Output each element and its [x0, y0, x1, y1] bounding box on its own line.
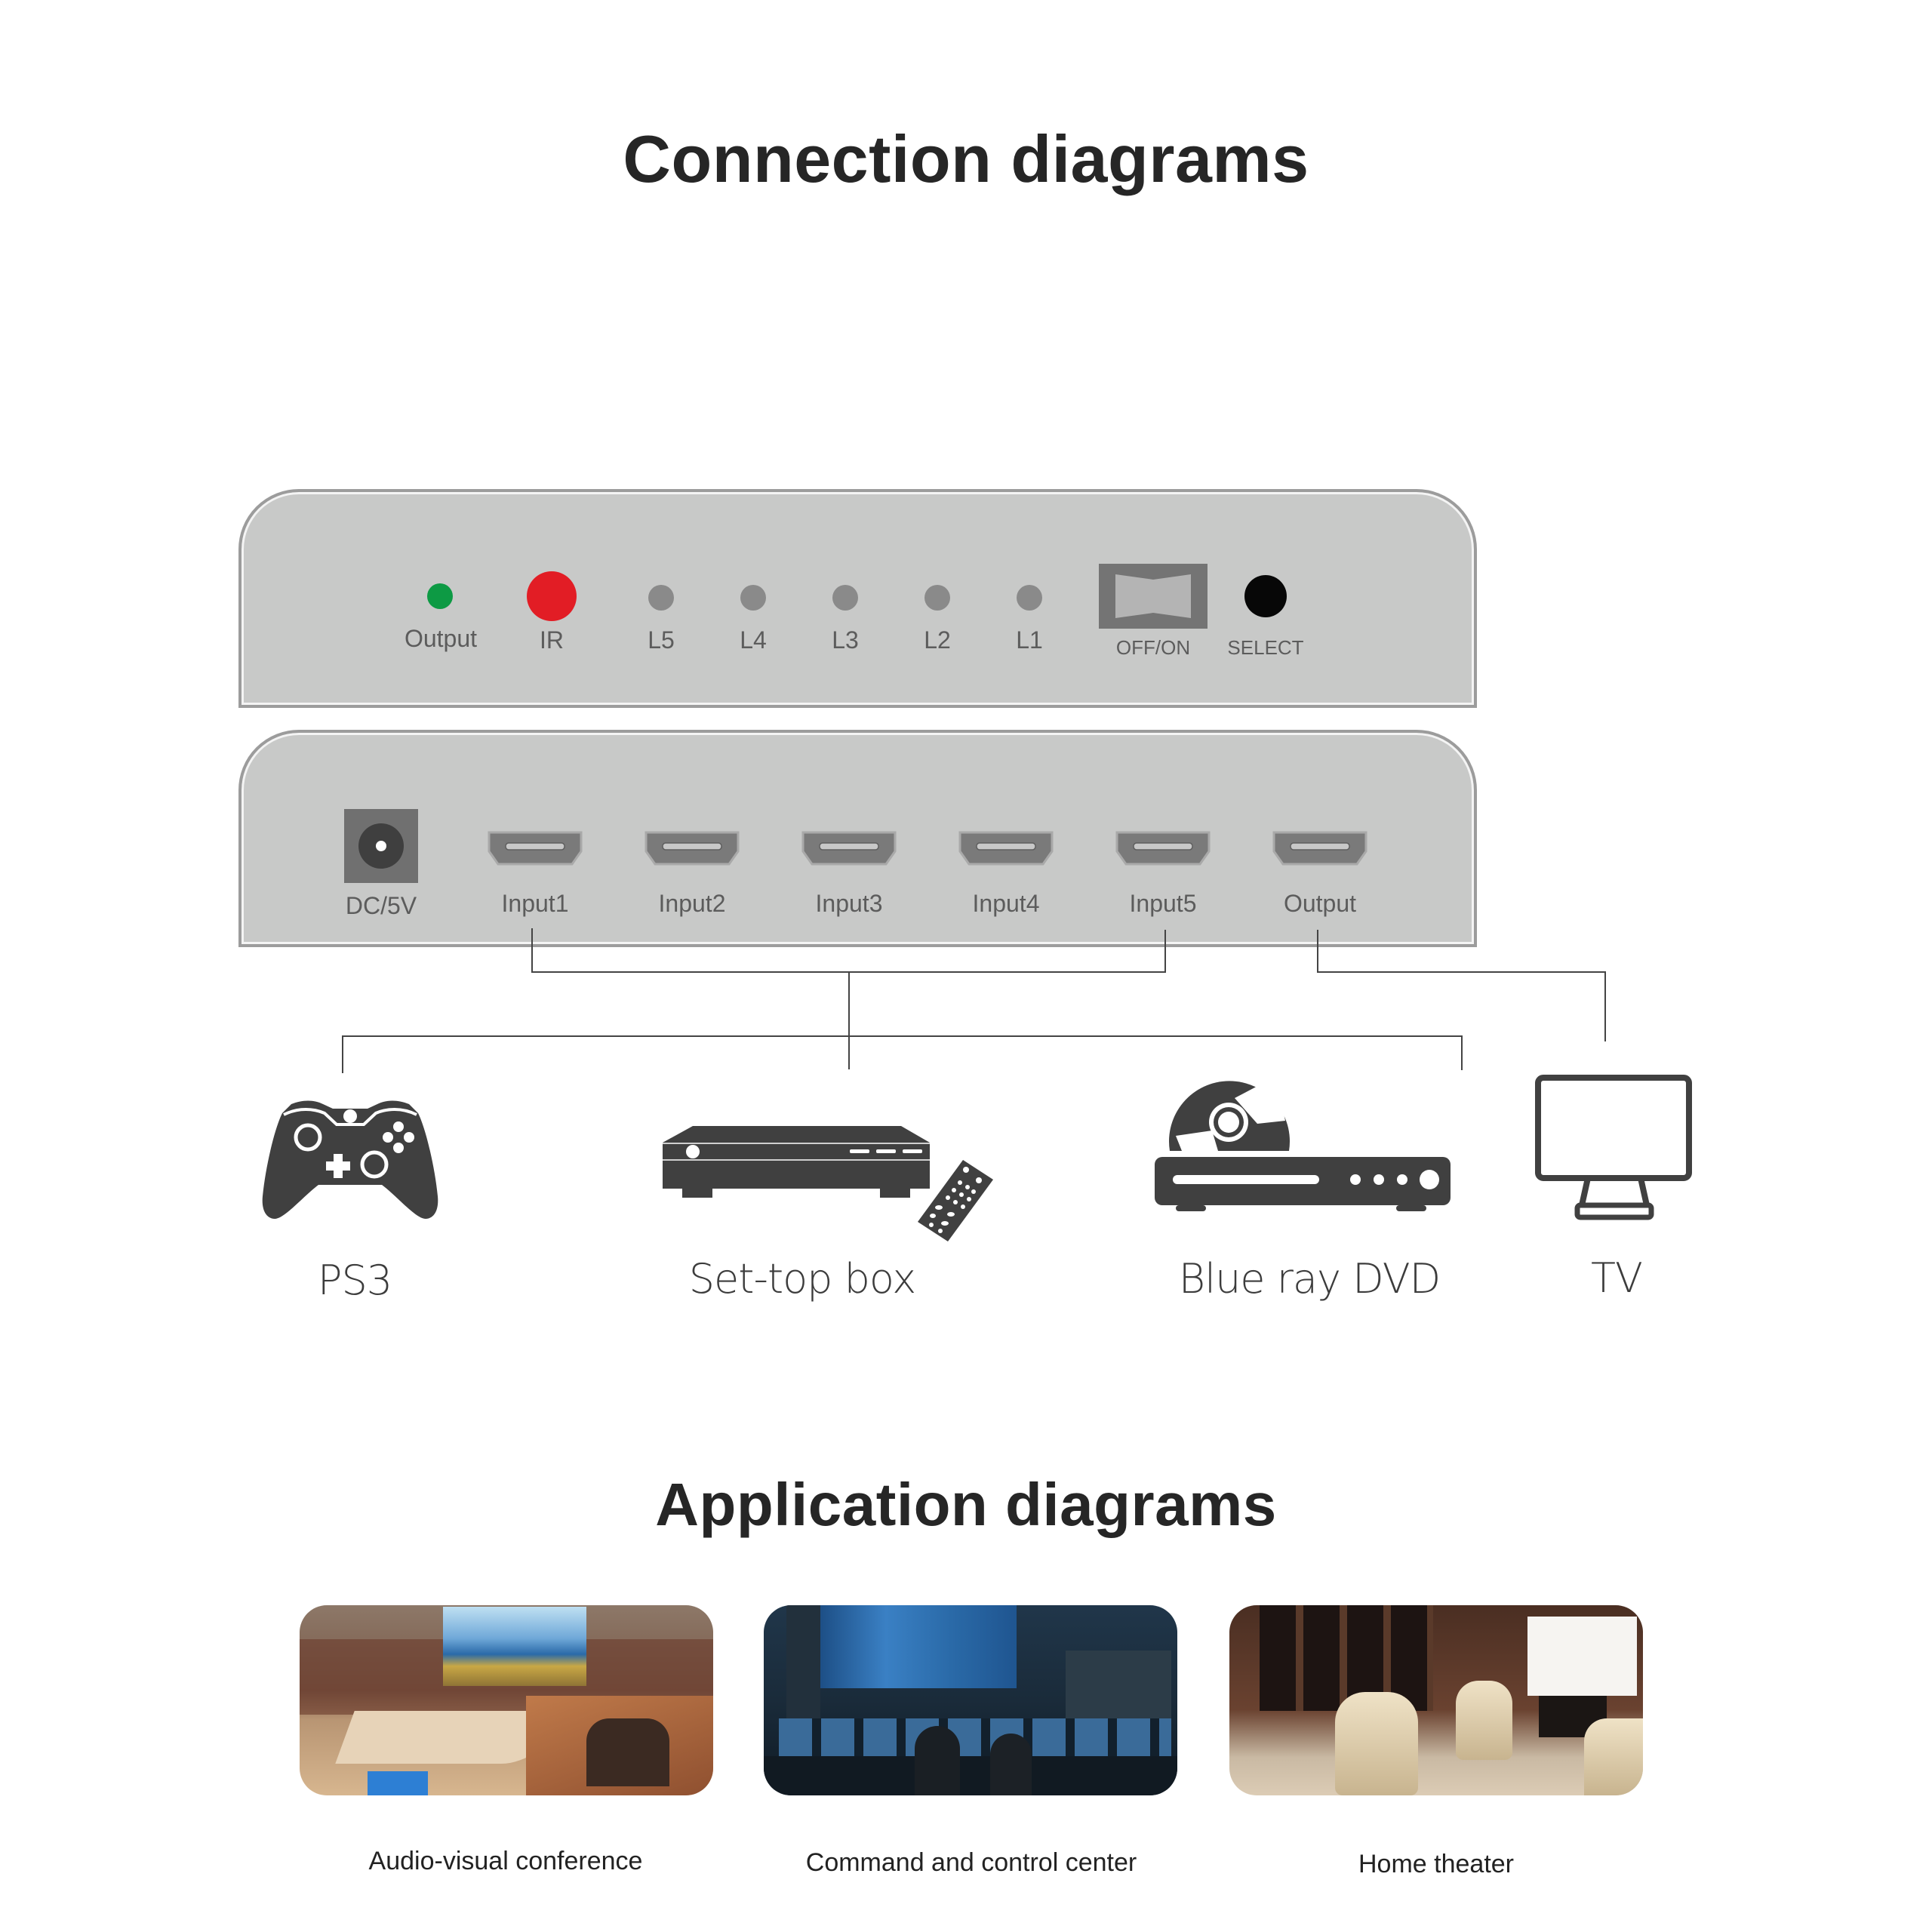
output-led-label: Output — [404, 625, 478, 652]
connection-diagrams-title: Connection diagrams — [623, 122, 1309, 196]
device-label-bluray: Blue ray DVD — [1178, 1255, 1441, 1303]
caption-home-theater: Home theater — [1358, 1850, 1514, 1878]
connector-line — [342, 1035, 1463, 1037]
power-switch[interactable] — [1099, 564, 1208, 629]
dc-power-jack — [344, 809, 418, 883]
l2-label: L2 — [924, 626, 951, 654]
caption-command-control-center: Command and control center — [805, 1848, 1137, 1877]
input5-label: Input5 — [1129, 890, 1197, 917]
dc-jack-pin-icon — [376, 841, 386, 851]
input4-label: Input4 — [972, 890, 1040, 917]
ir-label: IR — [540, 626, 564, 654]
l1-led — [1017, 585, 1042, 611]
home-theater-photo — [1229, 1605, 1643, 1795]
command-control-center-photo — [764, 1605, 1177, 1795]
l3-label: L3 — [832, 626, 859, 654]
connector-line — [1604, 971, 1606, 1041]
rocker-icon — [1115, 574, 1191, 618]
select-button[interactable] — [1244, 575, 1287, 617]
connector-line — [531, 928, 533, 973]
l5-led — [648, 585, 674, 611]
connector-line — [342, 1035, 343, 1073]
input3-label: Input3 — [815, 890, 883, 917]
application-diagrams-title: Application diagrams — [655, 1471, 1277, 1538]
device-label-ps3: PS3 — [317, 1257, 392, 1304]
device-label-set-top-box: Set-top box — [688, 1255, 916, 1303]
output-led — [427, 583, 453, 609]
caption-audio-visual-conference: Audio-visual conference — [368, 1847, 643, 1875]
connector-line — [1317, 971, 1606, 973]
l4-led — [740, 585, 766, 611]
select-label: SELECT — [1227, 636, 1304, 659]
output-port-label: Output — [1283, 890, 1357, 917]
l3-led — [832, 585, 858, 611]
set-top-box-icon — [663, 1126, 930, 1198]
audio-visual-conference-photo — [300, 1605, 713, 1795]
connector-line — [1317, 930, 1318, 973]
input1-label: Input1 — [501, 890, 569, 917]
connector-line — [848, 972, 850, 1069]
dc-label: DC/5V — [345, 892, 417, 919]
hdmi-port-icon — [1272, 831, 1367, 866]
remote-control-icon — [918, 1160, 993, 1241]
hdmi-port-icon — [488, 831, 583, 866]
tv-icon — [1535, 1075, 1692, 1220]
l4-label: L4 — [740, 626, 767, 654]
hdmi-port-icon — [958, 831, 1054, 866]
l1-label: L1 — [1016, 626, 1043, 654]
input2-label: Input2 — [658, 890, 726, 917]
l5-label: L5 — [648, 626, 675, 654]
device-label-tv: TV — [1591, 1254, 1643, 1302]
connector-line — [1164, 930, 1166, 973]
bluray-player-icon — [1155, 1081, 1451, 1211]
hdmi-port-icon — [645, 831, 740, 866]
power-switch-label: OFF/ON — [1115, 636, 1191, 659]
hdmi-port-icon — [1115, 831, 1211, 866]
gamepad-icon — [262, 1100, 438, 1219]
l2-led — [924, 585, 950, 611]
connector-line — [1461, 1035, 1463, 1070]
hdmi-port-icon — [801, 831, 897, 866]
ir-receiver — [527, 571, 577, 621]
